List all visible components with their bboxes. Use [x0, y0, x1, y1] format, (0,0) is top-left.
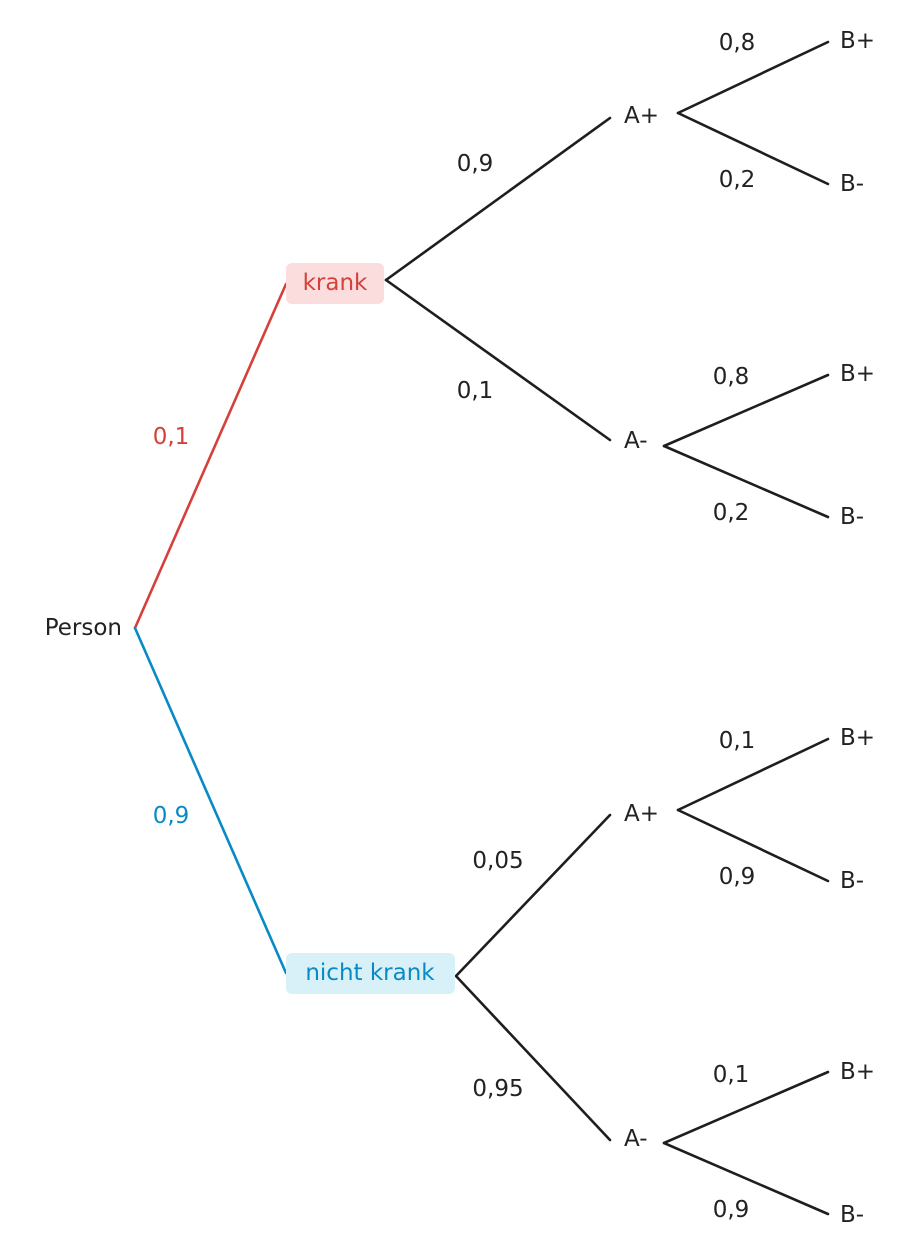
node-krank-box	[286, 263, 384, 304]
prob-b-minus-2: 0,2	[713, 500, 750, 526]
leaf-b-minus-4: B-	[840, 1202, 864, 1228]
edge-nicht-krank-a-minus	[454, 974, 612, 1142]
node-a-plus-krank: A+	[624, 103, 659, 129]
prob-b-plus-1: 0,8	[719, 30, 756, 56]
prob-a-minus-krank: 0,1	[457, 378, 494, 404]
prob-b-minus-3: 0,9	[719, 864, 756, 890]
node-a-plus-nicht-krank: A+	[624, 801, 659, 827]
edge-a2-b-plus	[662, 373, 830, 448]
edge-a1-b-minus	[676, 111, 830, 186]
root-node-label: Person	[45, 615, 122, 641]
edge-krank-a-minus	[384, 278, 612, 442]
leaf-b-plus-1: B+	[840, 28, 875, 54]
leaf-b-plus-2: B+	[840, 361, 875, 387]
prob-nicht-krank: 0,9	[153, 803, 190, 829]
edge-krank-a-plus	[384, 116, 612, 282]
prob-a-minus-nicht-krank: 0,95	[472, 1076, 523, 1102]
prob-b-plus-3: 0,1	[719, 728, 756, 754]
prob-b-minus-4: 0,9	[713, 1197, 750, 1223]
prob-b-plus-2: 0,8	[713, 364, 750, 390]
edge-person-krank	[133, 282, 288, 630]
edge-a2-b-minus	[662, 444, 830, 519]
prob-a-plus-nicht-krank: 0,05	[472, 848, 523, 874]
leaf-b-minus-1: B-	[840, 171, 864, 197]
edge-person-nicht-krank	[133, 626, 288, 975]
prob-a-plus-krank: 0,9	[457, 151, 494, 177]
prob-krank: 0,1	[153, 424, 190, 450]
leaf-b-plus-4: B+	[840, 1059, 875, 1085]
edge-nicht-krank-a-plus	[454, 813, 612, 978]
leaf-b-minus-3: B-	[840, 868, 864, 894]
edge-a3-b-minus	[676, 808, 830, 883]
edge-a4-b-plus	[662, 1070, 830, 1145]
node-a-minus-krank: A-	[624, 428, 648, 454]
node-a-minus-nicht-krank: A-	[624, 1126, 648, 1152]
edge-a4-b-minus	[662, 1141, 830, 1216]
leaf-b-plus-3: B+	[840, 725, 875, 751]
node-krank-label: krank	[303, 270, 368, 296]
leaf-b-minus-2: B-	[840, 504, 864, 530]
prob-b-minus-1: 0,2	[719, 167, 756, 193]
node-nicht-krank-box	[286, 953, 455, 994]
prob-b-plus-4: 0,1	[713, 1062, 750, 1088]
edge-a1-b-plus	[676, 40, 830, 115]
edge-a3-b-plus	[676, 737, 830, 812]
node-nicht-krank-label: nicht krank	[305, 960, 435, 986]
